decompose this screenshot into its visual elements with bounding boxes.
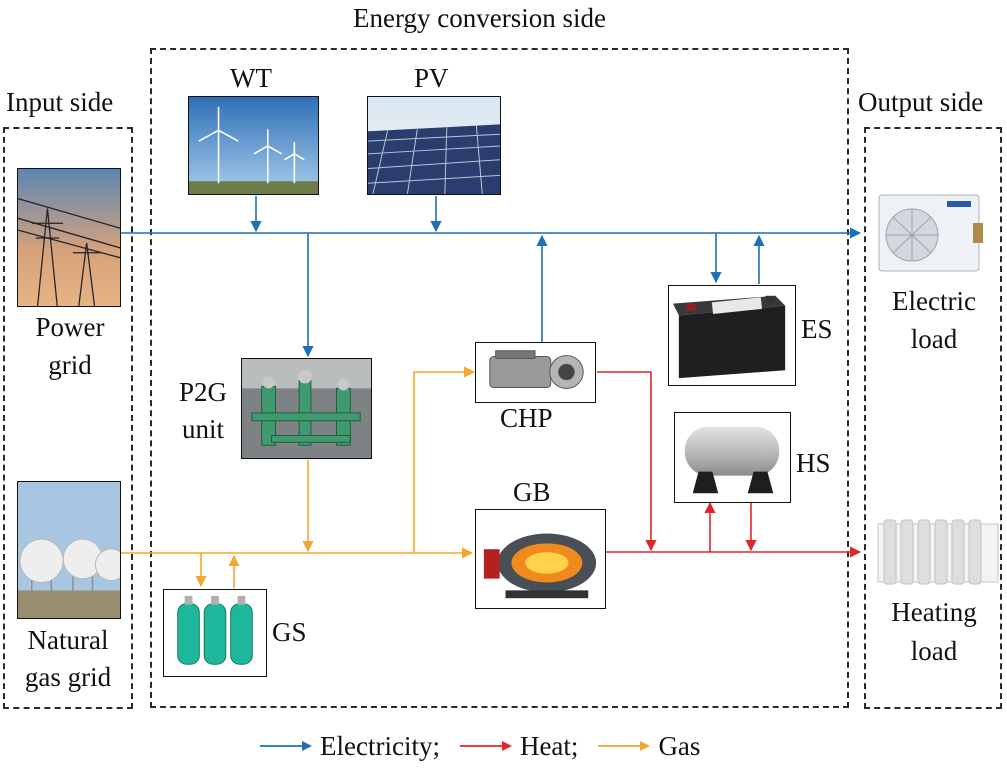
p2g-label-line1: P2G [178, 377, 227, 407]
gas-bus-to-chp-arrow [413, 366, 476, 553]
gb-label: GB [513, 477, 551, 507]
p2g-unit-image [241, 358, 372, 459]
legend: Electricity; Heat; Gas [258, 728, 718, 764]
electricity-arrow-icon [260, 741, 312, 751]
input-side-title: Input side [6, 87, 114, 117]
input-side-box [3, 127, 133, 709]
power-grid-label-line1: Power [35, 312, 105, 342]
gs-label: GS [272, 617, 307, 647]
wt-label: WT [230, 63, 272, 93]
electric-load-label-line1: Electric [892, 286, 976, 316]
legend-gas: Gas [596, 731, 700, 762]
natural-gas-grid-label-line1: Natural [27, 625, 109, 655]
energy-conversion-side-title: Energy conversion side [353, 3, 606, 33]
natural-gas-grid-label-line2: gas grid [24, 662, 112, 692]
pv-label: PV [414, 63, 449, 93]
air-conditioner-image [877, 193, 985, 275]
energy-conversion-side-box [150, 48, 849, 708]
heating-load-label-line1: Heating [891, 597, 977, 627]
output-side-title: Output side [858, 87, 984, 117]
electric-load-label-line2: load [910, 324, 958, 354]
heat-arrow-icon [459, 741, 512, 751]
legend-heat-label: Heat; [519, 730, 579, 761]
es-label: ES [801, 314, 833, 344]
natural-gas-grid-image [17, 481, 121, 619]
heat-storage-image [674, 412, 791, 503]
legend-gas-label: Gas [658, 730, 701, 761]
chp-label: CHP [500, 403, 553, 433]
legend-electricity-label: Electricity; [320, 730, 440, 761]
gas-arrow-icon [598, 741, 651, 751]
legend-heat: Heat; [458, 731, 578, 762]
chp-to-heat-bus-arrow [597, 371, 657, 552]
power-grid-label-line2: grid [48, 350, 92, 380]
legend-electricity: Electricity; [258, 731, 440, 762]
solar-panel-image [367, 96, 501, 195]
electric-storage-image [668, 285, 796, 386]
p2g-label-line2: unit [181, 414, 224, 444]
chp-image [475, 342, 596, 403]
radiator-image [876, 518, 1000, 586]
power-grid-image [17, 168, 121, 307]
hs-label: HS [796, 448, 831, 478]
gas-boiler-image [475, 509, 606, 609]
output-side-box [864, 127, 1002, 709]
wind-turbine-image [188, 96, 319, 195]
heating-load-label-line2: load [910, 636, 958, 666]
gas-storage-image [163, 589, 267, 677]
